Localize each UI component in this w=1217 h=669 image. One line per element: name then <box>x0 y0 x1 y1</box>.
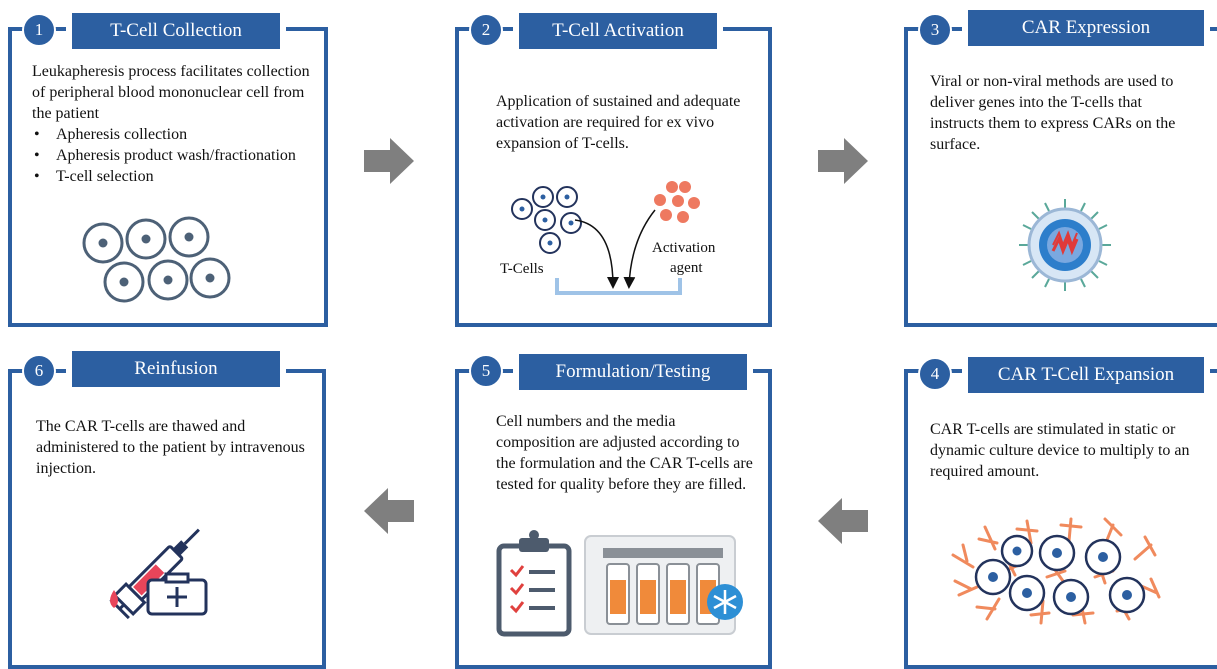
step-1-bullet: Apheresis product wash/fractionation <box>32 145 317 166</box>
step-1-bullet: T-cell selection <box>32 166 317 187</box>
testing-illustration <box>496 530 743 637</box>
step-5-badge: 5 <box>469 354 503 388</box>
t-cells-flow-arrow <box>574 219 619 289</box>
arrow-right-icon <box>364 138 414 184</box>
arrow-left-icon <box>364 488 414 534</box>
syringe-injection-icon <box>109 528 208 620</box>
step-4-title: CAR T-Cell Expansion <box>962 357 1210 393</box>
step-4-panel <box>904 369 1217 669</box>
step-2-badge: 2 <box>469 13 503 47</box>
step-2-title: T-Cell Activation <box>513 13 723 49</box>
car-t-cells-expansion-icon <box>951 517 1161 625</box>
checklist-clipboard-icon <box>496 530 572 637</box>
cryo-freezer-icon <box>584 535 743 635</box>
arrow-left-icon <box>818 498 868 544</box>
pbmc-cells-icon <box>82 216 231 303</box>
step-5-title: Formulation/Testing <box>513 354 753 390</box>
step-1-bullet-list: Apheresis collection Apheresis product w… <box>32 124 317 187</box>
step-3-badge: 3 <box>918 13 952 47</box>
step-1-bullet: Apheresis collection <box>32 124 317 145</box>
step-5-description: Cell numbers and the media composition a… <box>496 413 753 493</box>
step-1-title: T-Cell Collection <box>66 13 286 49</box>
t-cells-icon <box>511 186 582 254</box>
activation-agent-icon <box>654 181 700 223</box>
step-6-title: Reinfusion <box>66 351 286 387</box>
arrow-right-icon <box>818 138 868 184</box>
t-cells-label: T-Cells <box>500 261 544 277</box>
activation-agent-label-2: agent <box>670 260 703 276</box>
step-3-title: CAR Expression <box>962 10 1210 46</box>
step-6-badge: 6 <box>22 354 56 388</box>
step-2-description: Application of sustained and adequate ac… <box>496 93 741 152</box>
agent-flow-arrow <box>623 209 656 289</box>
step-6-panel <box>8 369 326 669</box>
activation-illustration: T-Cells Activation agent <box>500 181 716 295</box>
viral-vector-icon <box>1019 199 1111 291</box>
step-4-description: CAR T-cells are stimulated in static or … <box>930 421 1190 480</box>
culture-tray <box>555 278 682 295</box>
step-4-badge: 4 <box>918 357 952 391</box>
step-3-description: Viral or non-viral methods are used to d… <box>930 73 1176 153</box>
step-1-badge: 1 <box>22 13 56 47</box>
activation-agent-label: Activation <box>652 240 716 256</box>
step-1-description: Leukapheresis process facilitates collec… <box>32 63 310 122</box>
step-6-description: The CAR T-cells are thawed and administe… <box>36 418 305 477</box>
